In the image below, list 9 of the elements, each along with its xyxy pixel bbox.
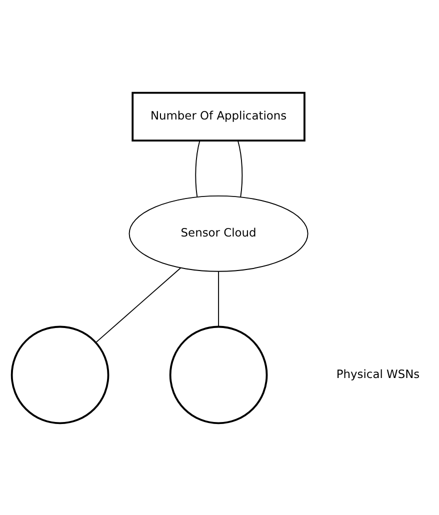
node-box: Number Of Applications: [132, 91, 306, 142]
node-circle: [10, 325, 110, 424]
connector: [237, 140, 243, 198]
connector: [195, 140, 200, 197]
node-circle: [169, 325, 268, 424]
connector: [95, 267, 182, 343]
connector: [218, 270, 220, 327]
label: Physical WSNs: [336, 366, 420, 380]
node-ellipse: Sensor Cloud: [128, 194, 308, 272]
